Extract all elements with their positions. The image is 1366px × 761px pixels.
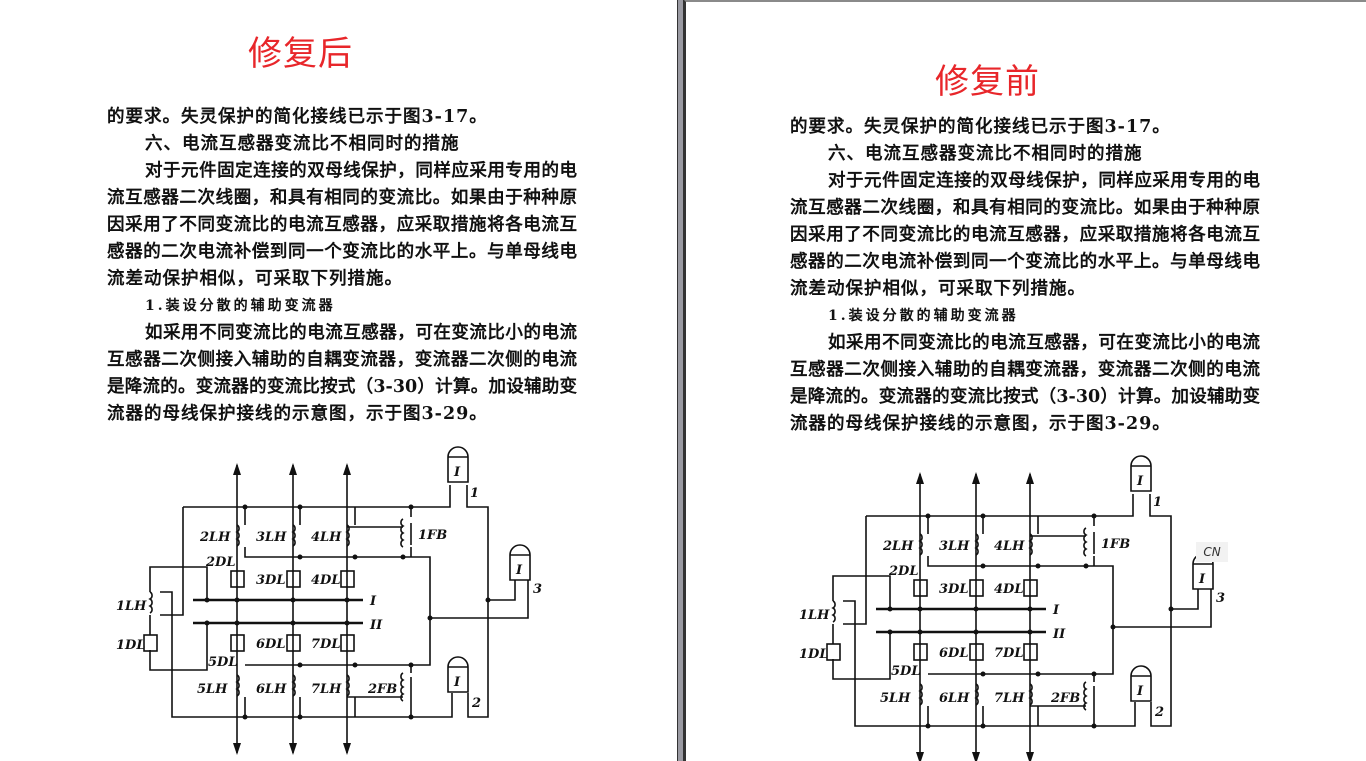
relay-1	[1130, 455, 1152, 492]
aux-transformer-1FB	[1030, 527, 1095, 557]
label-2DL: 2DL	[888, 564, 918, 579]
relay-3-symbol: I	[515, 563, 523, 578]
relay-1	[447, 446, 469, 483]
cn-label: CN	[1196, 542, 1228, 562]
label-4LH: 4LH	[994, 539, 1025, 554]
label-7DL: 7DL	[311, 637, 340, 652]
label-1LH: 1LH	[116, 599, 147, 614]
aux-transformer-2FB	[1030, 681, 1095, 726]
label-5LH: 5LH	[880, 691, 911, 706]
panel-title: 修复前	[935, 62, 1040, 102]
page-after-restoration: 修复后 的要求。失灵保护的简化接线已示于图3-17。 六、电流互感器变流比不相同…	[0, 0, 677, 761]
relay-3	[509, 544, 531, 581]
label-4LH: 4LH	[311, 530, 342, 545]
label-5LH: 5LH	[197, 682, 228, 697]
label-5DL: 5DL	[891, 664, 920, 679]
text-line: 的要求。失灵保护的简化接线已示于图3-17。	[107, 107, 488, 127]
text-line: 如采用不同变流比的电流互感器，可在变流比小的电流	[828, 333, 1260, 353]
label-7LH: 7LH	[311, 682, 342, 697]
label-2DL: 2DL	[205, 555, 235, 570]
label-4DL: 4DL	[311, 573, 340, 588]
section-heading: 六、电流互感器变流比不相同时的措施	[145, 134, 460, 154]
feeder-lines	[919, 474, 1031, 761]
label-bus-II: II	[369, 618, 383, 633]
text-line: 流差动保护相似，可采取下列措施。	[790, 279, 1086, 299]
label-6LH: 6LH	[939, 691, 970, 706]
text-line: 感器的二次电流补偿到同一个变流比的水平上。与单母线电	[790, 252, 1260, 272]
label-1LH: 1LH	[799, 608, 830, 623]
text-line: 流互感器二次线圈，和具有相同的变流比。如果由于种种原	[107, 188, 577, 208]
label-6DL: 6DL	[256, 637, 285, 652]
relay-2	[1130, 665, 1152, 702]
circuit-diagram: 2LH 3LH 4LH 1FB 2DL 3DL 4DL 1LH 1DL I II…	[116, 446, 542, 755]
label-2FB: 2FB	[367, 682, 397, 697]
page-before-restoration: 修复前 的要求。失灵保护的简化接线已示于图3-17。 六、电流互感器变流比不相同…	[684, 0, 1366, 761]
section-heading: 六、电流互感器变流比不相同时的措施	[828, 144, 1143, 164]
relay-2-symbol: I	[453, 675, 461, 690]
label-6DL: 6DL	[939, 646, 968, 661]
subsection-heading: 1.装设分散的辅助变流器	[145, 298, 336, 314]
panel-title: 修复后	[248, 34, 353, 74]
label-6LH: 6LH	[256, 682, 287, 697]
label-7DL: 7DL	[994, 646, 1023, 661]
text-line: 对于元件固定连接的双母线保护，同样应采用专用的电	[828, 171, 1260, 191]
label-relay-3: 3	[533, 582, 542, 597]
text-line: 因采用了不同变流比的电流互感器，应采取措施将各电流互	[107, 215, 577, 235]
relay-1-symbol: I	[453, 465, 461, 480]
aux-transformer-2FB	[347, 672, 412, 717]
label-3DL: 3DL	[256, 573, 285, 588]
body-text: 的要求。失灵保护的简化接线已示于图3-17。 六、电流互感器变流比不相同时的措施…	[790, 114, 1260, 438]
label-1DL: 1DL	[116, 638, 145, 653]
relay-2	[447, 656, 469, 693]
label-2LH: 2LH	[882, 539, 914, 554]
relay-1-symbol: I	[1136, 474, 1144, 489]
label-1FB: 1FB	[418, 528, 447, 543]
label-relay-1: 1	[1153, 495, 1162, 510]
label-bus-II: II	[1052, 627, 1066, 642]
label-2LH: 2LH	[199, 530, 231, 545]
label-relay-2: 2	[1154, 705, 1164, 720]
text-line: 互感器二次侧接入辅助的自耦变流器，变流器二次侧的电流	[107, 350, 577, 370]
label-1FB: 1FB	[1101, 537, 1130, 552]
text-line: 是降流的。变流器的变流比按式（3-30）计算。加设辅助变	[107, 377, 577, 397]
text-line: 对于元件固定连接的双母线保护，同样应采用专用的电	[145, 161, 577, 181]
label-3LH: 3LH	[939, 539, 970, 554]
label-7LH: 7LH	[994, 691, 1025, 706]
label-3LH: 3LH	[256, 530, 287, 545]
panel-divider	[677, 0, 684, 761]
relay-3-symbol: I	[1198, 572, 1206, 587]
text-line: 因采用了不同变流比的电流互感器，应采取措施将各电流互	[790, 225, 1260, 245]
label-1DL: 1DL	[799, 647, 828, 662]
label-4DL: 4DL	[994, 582, 1023, 597]
text-line: 流差动保护相似，可采取下列措施。	[107, 269, 403, 289]
text-line: 流器的母线保护接线的示意图，示于图3-29。	[107, 404, 488, 424]
circuit-diagram: 2LH 3LH 4LH 1FB 2DL 3DL 4DL 1LH 1DL I II…	[799, 455, 1225, 761]
subsection-heading: 1.装设分散的辅助变流器	[828, 308, 1019, 324]
text-line: 感器的二次电流补偿到同一个变流比的水平上。与单母线电	[107, 242, 577, 262]
label-2FB: 2FB	[1050, 691, 1080, 706]
label-relay-1: 1	[470, 486, 479, 501]
text-line: 流互感器二次线圈，和具有相同的变流比。如果由于种种原	[790, 198, 1260, 218]
label-bus-I: I	[1052, 603, 1060, 618]
label-5DL: 5DL	[208, 655, 237, 670]
label-bus-I: I	[369, 594, 377, 609]
text-line: 流器的母线保护接线的示意图，示于图3-29。	[790, 414, 1171, 434]
text-line: 的要求。失灵保护的简化接线已示于图3-17。	[790, 117, 1171, 137]
relay-2-symbol: I	[1136, 684, 1144, 699]
text-line: 如采用不同变流比的电流互感器，可在变流比小的电流	[145, 323, 577, 343]
body-text: 的要求。失灵保护的简化接线已示于图3-17。 六、电流互感器变流比不相同时的措施…	[107, 104, 577, 428]
feeder-lines	[236, 465, 348, 753]
aux-transformer-1FB	[347, 518, 412, 548]
text-line: 是降流的。变流器的变流比按式（3-30）计算。加设辅助变	[790, 387, 1260, 407]
label-relay-3: 3	[1216, 591, 1225, 606]
text-line: 互感器二次侧接入辅助的自耦变流器，变流器二次侧的电流	[790, 360, 1260, 380]
label-relay-2: 2	[471, 696, 481, 711]
label-3DL: 3DL	[939, 582, 968, 597]
